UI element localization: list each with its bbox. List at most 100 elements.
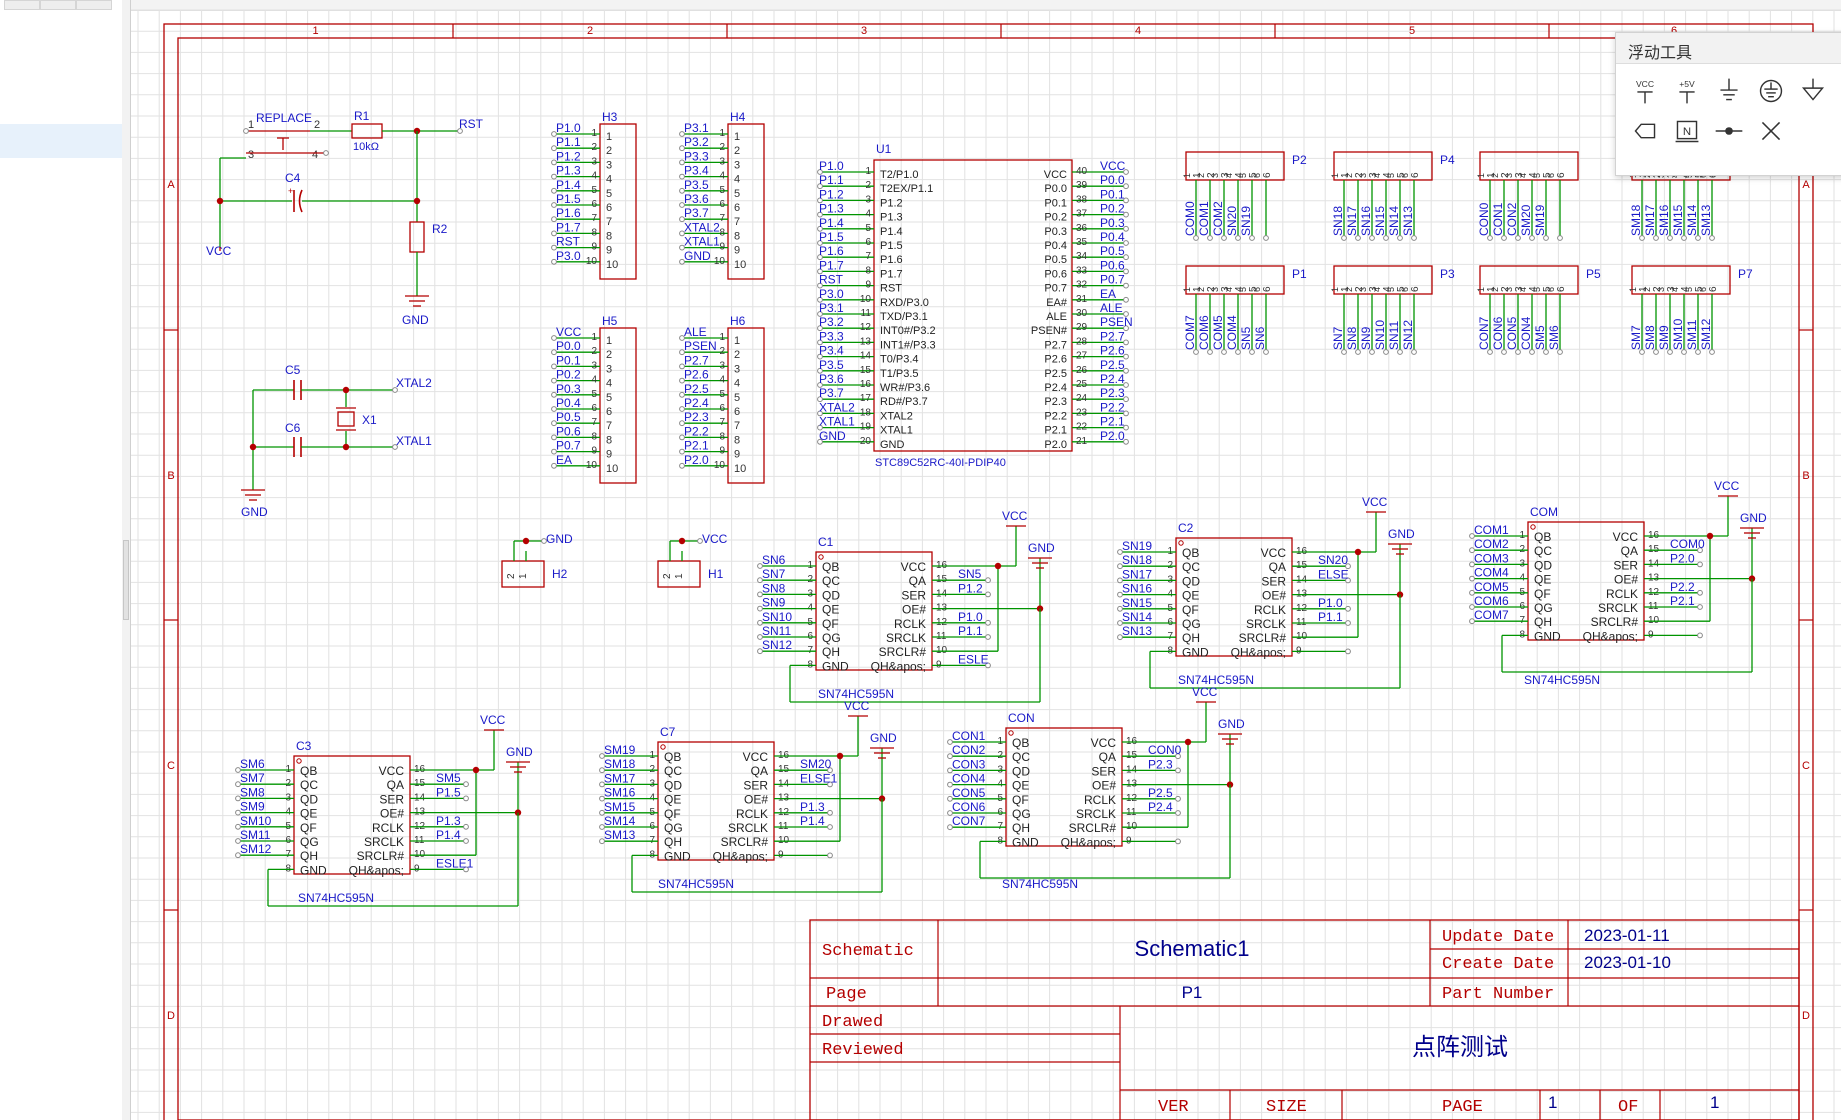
x1-body[interactable] — [337, 411, 355, 427]
pin-end[interactable] — [551, 391, 557, 398]
sr-body[interactable] — [815, 551, 933, 671]
pin-end[interactable] — [679, 420, 685, 427]
pin-end[interactable] — [1501, 349, 1507, 355]
pin-end[interactable] — [599, 781, 605, 788]
pin-end[interactable] — [1469, 561, 1475, 568]
pin-end[interactable] — [1397, 235, 1403, 241]
pin-end[interactable] — [235, 781, 241, 788]
pin-end[interactable] — [1175, 753, 1181, 760]
pin-end[interactable] — [541, 538, 547, 544]
pin-end[interactable] — [1123, 225, 1129, 232]
pin-end[interactable] — [463, 823, 469, 830]
pin-end[interactable] — [1175, 810, 1181, 816]
pin-end[interactable] — [551, 363, 557, 370]
pin-end[interactable] — [1515, 349, 1521, 355]
pin-end[interactable] — [1697, 561, 1703, 568]
pin-end[interactable] — [1123, 438, 1129, 445]
pin-end[interactable] — [1207, 349, 1213, 355]
pin-end[interactable] — [1117, 634, 1123, 641]
pin-end[interactable] — [1117, 549, 1123, 555]
pin-end[interactable] — [392, 444, 398, 450]
pin-end[interactable] — [1639, 235, 1645, 241]
pin-end[interactable] — [679, 363, 685, 370]
pin-end[interactable] — [817, 424, 823, 431]
pin-end[interactable] — [599, 809, 605, 816]
pin-end[interactable] — [1695, 349, 1701, 355]
pin-end[interactable] — [1411, 235, 1417, 241]
mcu-body[interactable] — [873, 159, 1073, 452]
pin-end[interactable] — [1697, 604, 1703, 610]
pin-end[interactable] — [817, 254, 823, 261]
shift-register-C1[interactable]: C1QB1SN6VCC16QC2SN7QA15SN5QD3SN8SER14P1.… — [757, 509, 1055, 703]
pin-end[interactable] — [235, 823, 241, 830]
pin-end[interactable] — [1469, 533, 1475, 539]
pin-end[interactable] — [947, 781, 953, 788]
pin-end[interactable] — [1123, 183, 1129, 190]
pin-end[interactable] — [1697, 547, 1703, 554]
pin-end[interactable] — [1369, 235, 1375, 241]
pin-end[interactable] — [1469, 604, 1475, 610]
pin-end[interactable] — [827, 852, 833, 859]
pin-end[interactable] — [1667, 349, 1673, 355]
pin-end[interactable] — [1123, 268, 1129, 275]
pin-end[interactable] — [757, 619, 763, 626]
netlabel-icon[interactable]: N — [1666, 111, 1708, 151]
pin-end[interactable] — [1117, 577, 1123, 584]
pin-end[interactable] — [1123, 382, 1129, 388]
sr-body[interactable] — [657, 741, 775, 861]
pin-end[interactable] — [817, 367, 823, 374]
left-panel-button[interactable] — [4, 0, 40, 10]
pin-end[interactable] — [1487, 235, 1493, 241]
pin-end[interactable] — [947, 795, 953, 802]
pin-end[interactable] — [551, 187, 557, 194]
pin-end[interactable] — [817, 169, 823, 175]
pin-end[interactable] — [817, 396, 823, 403]
pin-end[interactable] — [1501, 235, 1507, 241]
pin-end[interactable] — [679, 216, 685, 223]
netport-right-icon[interactable] — [1834, 71, 1841, 111]
pin-end[interactable] — [1123, 325, 1129, 332]
pin-end[interactable] — [817, 339, 823, 346]
netport-left-icon[interactable] — [1624, 111, 1666, 151]
pin-end[interactable] — [757, 605, 763, 612]
pin-end[interactable] — [1515, 235, 1521, 241]
floating-tools-header[interactable]: 浮动工具 ❐ ✕ — [1616, 33, 1841, 64]
pin-end[interactable] — [679, 335, 685, 341]
circle-ground-icon[interactable] — [1750, 71, 1792, 111]
pin-end[interactable] — [1221, 349, 1227, 355]
pin-end[interactable] — [985, 634, 991, 640]
junction-dot[interactable] — [342, 443, 350, 451]
earth-ground-icon[interactable] — [1792, 71, 1834, 111]
pin-end[interactable] — [817, 311, 823, 317]
pin-end[interactable] — [235, 767, 241, 773]
pin-end[interactable] — [1123, 396, 1129, 403]
pin-end[interactable] — [551, 377, 557, 384]
pin-end[interactable] — [1487, 349, 1493, 355]
pin-end[interactable] — [599, 838, 605, 845]
pin-end[interactable] — [1469, 589, 1475, 596]
connector-body[interactable] — [1479, 151, 1579, 181]
pin-end[interactable] — [1529, 349, 1535, 355]
pin-end[interactable] — [463, 866, 469, 873]
pin-end[interactable] — [463, 781, 469, 788]
pin-end[interactable] — [1123, 311, 1129, 317]
shift-register-C7[interactable]: C7QB1SM19VCC16QC2SM18QA15SM20QD3SM17SER1… — [599, 699, 897, 893]
pin-end[interactable] — [817, 382, 823, 388]
sr-body[interactable] — [293, 755, 411, 875]
pin-end[interactable] — [1639, 349, 1645, 355]
pin-end[interactable] — [392, 387, 398, 393]
pin-end[interactable] — [1263, 349, 1269, 355]
pin-end[interactable] — [551, 202, 557, 208]
pin-end[interactable] — [551, 230, 557, 237]
junction-dot[interactable] — [1706, 532, 1714, 540]
pin-end[interactable] — [599, 753, 605, 759]
pin-end[interactable] — [243, 128, 249, 134]
pin-end[interactable] — [551, 258, 557, 265]
pin-end[interactable] — [679, 202, 685, 208]
junction-dot[interactable] — [413, 197, 421, 205]
